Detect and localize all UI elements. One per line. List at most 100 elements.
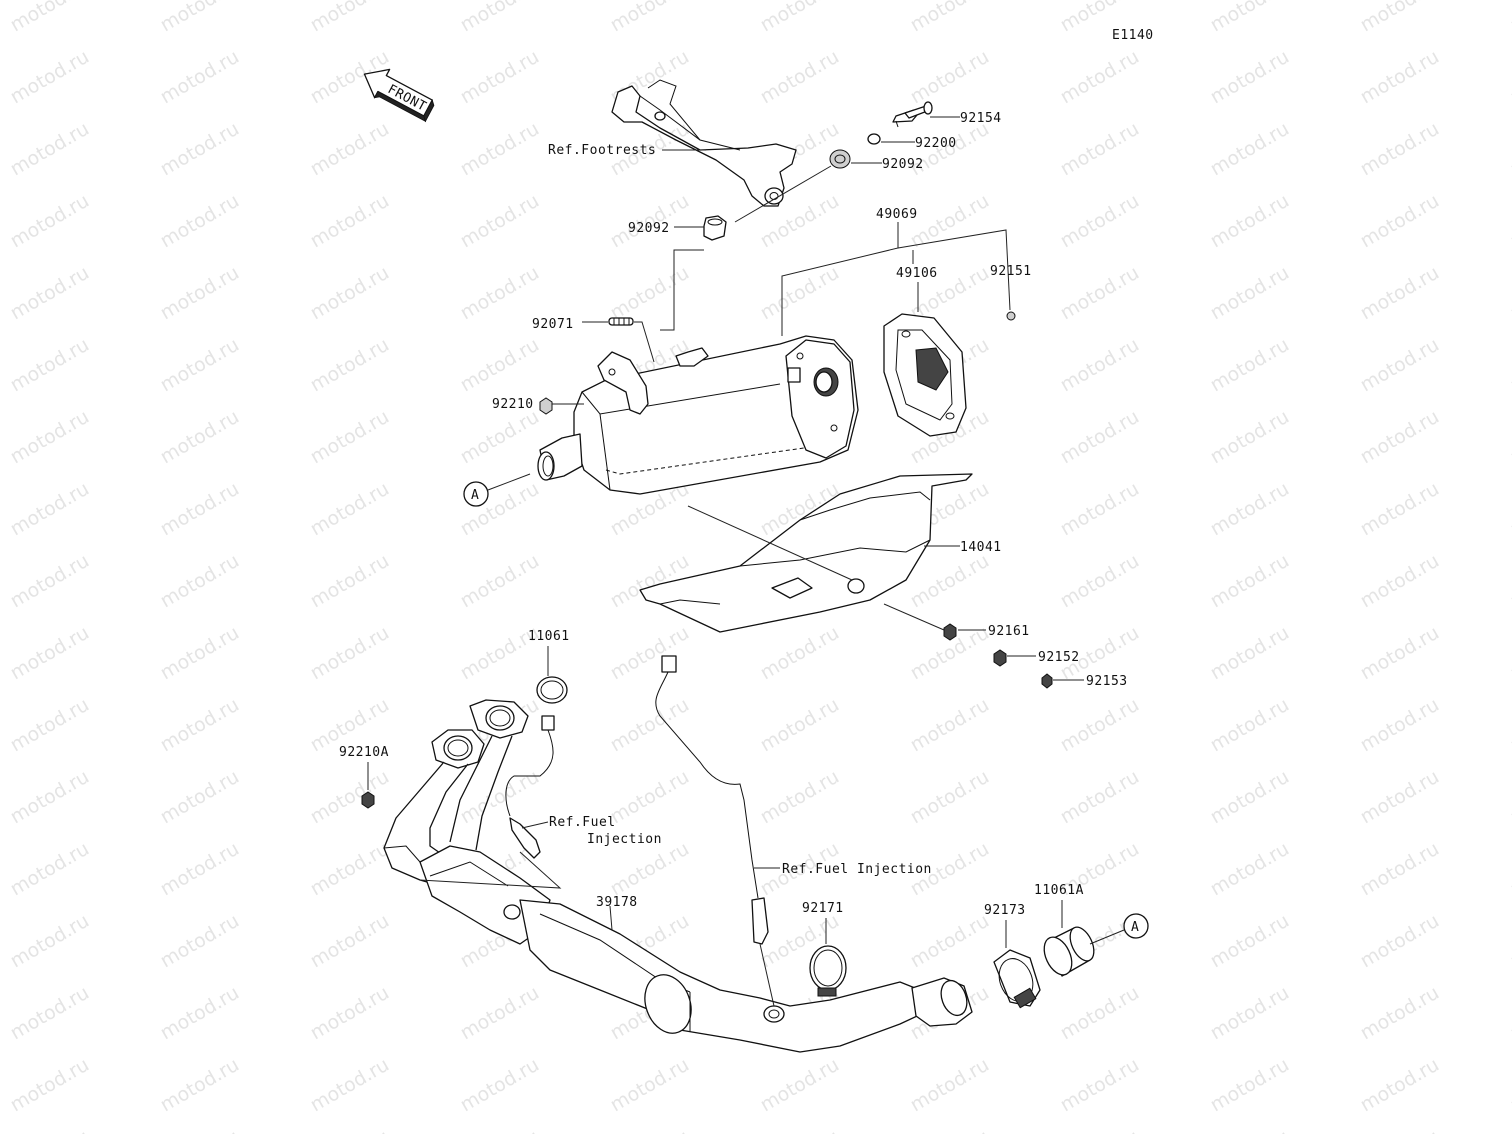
watermark-text: motod.ru (1507, 118, 1512, 181)
watermark-text: motod.ru (457, 262, 543, 325)
watermark-text: motod.ru (457, 1126, 543, 1134)
watermark-text: motod.ru (1357, 46, 1443, 109)
watermark-text: motod.ru (1207, 838, 1293, 901)
watermark-text: motod.ru (157, 118, 243, 181)
watermark-text: motod.ru (757, 1126, 843, 1134)
watermark-text: motod.ru (1507, 334, 1512, 397)
watermark-text: motod.ru (307, 622, 393, 685)
nut-92210 (539, 397, 553, 415)
callout-92071: 92071 (532, 317, 574, 332)
callout-49069: 49069 (876, 207, 918, 222)
watermark-text: motod.ru (1207, 1054, 1293, 1117)
watermark-text: motod.ru (1357, 910, 1443, 973)
watermark-text: motod.ru (1207, 190, 1293, 253)
watermark-text: motod.ru (307, 550, 393, 613)
watermark-text: motod.ru (307, 982, 393, 1045)
damper-92092-top (829, 149, 851, 169)
watermark-text: motod.ru (607, 1054, 693, 1117)
watermark-text: motod.ru (1357, 838, 1443, 901)
watermark-text: motod.ru (1507, 838, 1512, 901)
watermark-text: motod.ru (157, 766, 243, 829)
watermark-text: motod.ru (307, 0, 393, 36)
watermark-text: motod.ru (1057, 334, 1143, 397)
watermark-text: motod.ru (1207, 1126, 1293, 1134)
watermark-text: motod.ru (1357, 694, 1443, 757)
o2-sensor-1 (505, 715, 555, 859)
watermark-text: motod.ru (1057, 46, 1143, 109)
watermark-text: motod.ru (7, 766, 93, 829)
exhaust-header-39178 (383, 699, 973, 1053)
watermark-text: motod.ru (907, 0, 993, 36)
watermark-text: motod.ru (157, 1054, 243, 1117)
watermark-text: motod.ru (7, 190, 93, 253)
clamp-92173 (993, 949, 1041, 1009)
nut-92161 (943, 623, 957, 641)
watermark-text: motod.ru (457, 0, 543, 36)
watermark-text: motod.ru (457, 334, 543, 397)
watermark-text: motod.ru (1507, 0, 1512, 36)
watermark-text: motod.ru (457, 1054, 543, 1117)
watermark-text: motod.ru (1357, 1126, 1443, 1134)
bolt-92154 (892, 101, 933, 128)
watermark-text: motod.ru (7, 1126, 93, 1134)
heat-guard-14041 (639, 473, 973, 633)
watermark-text: motod.ru (1057, 982, 1143, 1045)
watermark-text: motod.ru (157, 262, 243, 325)
watermark-text: motod.ru (1357, 622, 1443, 685)
watermark-text: motod.ru (1207, 46, 1293, 109)
watermark-text: motod.ru (457, 766, 543, 829)
callout-92210: 92210 (492, 397, 534, 412)
callout-92154: 92154 (960, 111, 1002, 126)
watermark-text: motod.ru (7, 622, 93, 685)
watermark-text: motod.ru (1057, 406, 1143, 469)
watermark-text: motod.ru (307, 1054, 393, 1117)
watermark-text: motod.ru (1357, 0, 1443, 36)
watermark-text: motod.ru (1507, 1054, 1512, 1117)
ref-fuel-injection-2: Ref.Fuel Injection (782, 862, 932, 877)
watermark-text: motod.ru (1507, 622, 1512, 685)
callout-39178: 39178 (596, 895, 638, 910)
callout-92200: 92200 (915, 136, 957, 151)
watermark-text: motod.ru (157, 406, 243, 469)
watermark-text: motod.ru (1507, 910, 1512, 973)
watermark-text: motod.ru (1057, 1126, 1143, 1134)
callout-92171: 92171 (802, 901, 844, 916)
watermark-text: motod.ru (7, 478, 93, 541)
watermark-text: motod.ru (1057, 766, 1143, 829)
ref-a-right: A (1131, 920, 1139, 935)
watermark-text: motod.ru (1207, 406, 1293, 469)
watermark-text: motod.ru (7, 694, 93, 757)
callout-92152: 92152 (1038, 650, 1080, 665)
o2-sensor-2 (655, 655, 769, 945)
watermark-text: motod.ru (157, 1126, 243, 1134)
watermark-text: motod.ru (457, 550, 543, 613)
watermark-text: motod.ru (1207, 118, 1293, 181)
watermark-text: motod.ru (7, 838, 93, 901)
watermark-text: motod.ru (1357, 478, 1443, 541)
watermark-text: motod.ru (1357, 1054, 1443, 1117)
cover-49106 (883, 313, 967, 437)
watermark-text: motod.ru (1207, 982, 1293, 1045)
damper-92092-left (703, 215, 727, 241)
watermark-text: motod.ru (757, 0, 843, 36)
watermark-text: motod.ru (757, 262, 843, 325)
watermark-text: motod.ru (907, 190, 993, 253)
muffler-49069 (537, 335, 859, 495)
watermark-text: motod.ru (457, 406, 543, 469)
spring-92071 (608, 317, 634, 326)
watermark-text: motod.ru (907, 1126, 993, 1134)
watermark-text: motod.ru (307, 1126, 393, 1134)
watermark-text: motod.ru (907, 1054, 993, 1117)
nut-92152 (993, 649, 1007, 667)
callout-92161: 92161 (988, 624, 1030, 639)
watermark-text: motod.ru (757, 766, 843, 829)
watermark-text: motod.ru (1057, 190, 1143, 253)
watermark-text: motod.ru (607, 622, 693, 685)
ref-footrests: Ref.Footrests (548, 143, 656, 158)
watermark-text: motod.ru (1057, 550, 1143, 613)
watermark-text: motod.ru (1207, 478, 1293, 541)
watermark-text: motod.ru (757, 622, 843, 685)
watermark-text: motod.ru (1057, 478, 1143, 541)
screw-92151 (1006, 311, 1016, 321)
